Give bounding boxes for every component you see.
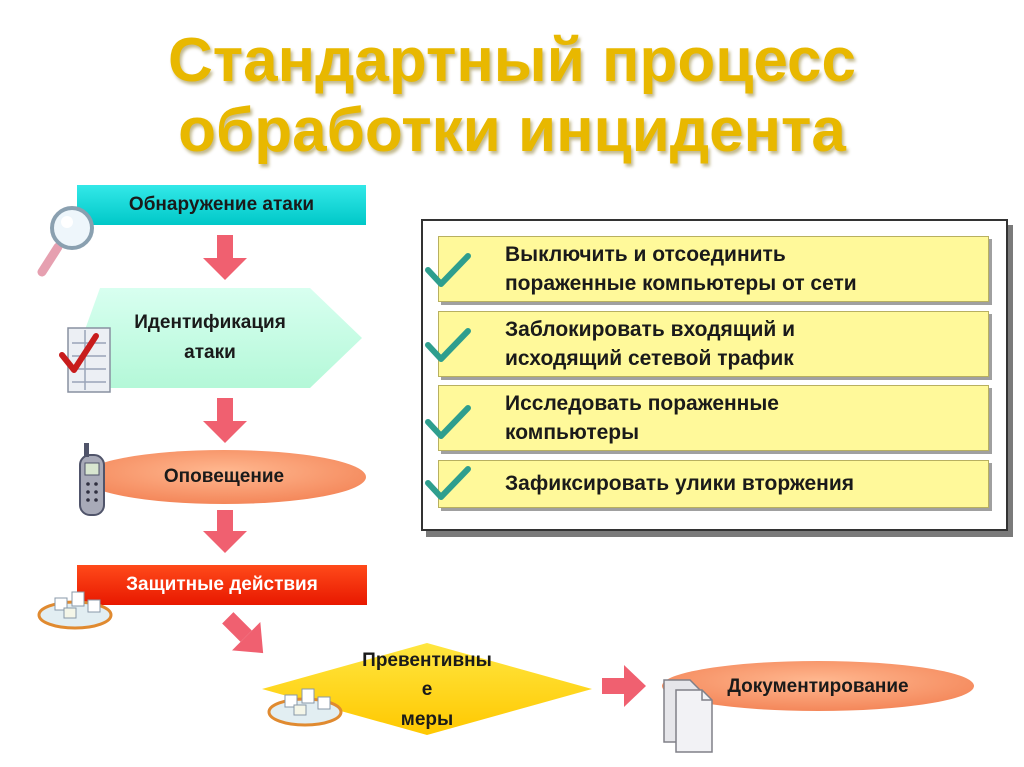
flow-arrow xyxy=(602,665,646,707)
action-line: компьютеры xyxy=(505,421,640,444)
action-line: Выключить и отсоединить xyxy=(505,242,786,266)
flow-arrow xyxy=(222,612,264,654)
mobile-phone-icon xyxy=(79,443,105,516)
action-line: пораженные компьютеры от сети xyxy=(505,272,857,295)
action-text: Зафиксировать улики вторжения xyxy=(505,469,854,498)
checkmark-icon xyxy=(425,328,471,362)
step-preventive-line2: е xyxy=(421,679,433,701)
page-title-line2: обработки инцидента xyxy=(178,96,846,165)
checkmark-icon xyxy=(425,466,471,500)
step-defense-label: Защитные действия xyxy=(126,573,318,595)
step-defense-shape xyxy=(77,565,367,605)
action-item: Выключить и отсоединить пораженные компь… xyxy=(438,236,989,302)
action-text: Выключить и отсоединить пораженные компь… xyxy=(505,240,857,299)
action-item: Исследовать пораженные компьютеры xyxy=(438,385,989,451)
step-documentation-label: Документирование xyxy=(727,675,909,697)
action-text: Заблокировать входящий и исходящий сетев… xyxy=(505,315,795,374)
page-title-line1: Стандартный процесс xyxy=(168,26,856,95)
flow-arrow xyxy=(203,510,247,553)
checklist-icon xyxy=(59,327,111,393)
action-text: Исследовать пораженные компьютеры xyxy=(505,389,779,448)
step-preventive-line3: меры xyxy=(400,708,454,730)
action-line: Зафиксировать улики вторжения xyxy=(505,472,855,496)
action-line: исходящий сетевой трафик xyxy=(505,347,794,370)
step-identification-line2: атаки xyxy=(184,342,236,363)
step-identification-shape xyxy=(82,288,362,388)
flow-arrow xyxy=(203,235,247,280)
step-preventive-label: Превентивны е меры xyxy=(347,645,507,735)
step-documentation-shape xyxy=(662,661,974,711)
action-line: Заблокировать входящий и xyxy=(505,317,796,341)
action-line: Исследовать пораженные xyxy=(505,391,779,415)
network-icon xyxy=(37,591,113,630)
step-notification-label: Оповещение xyxy=(163,465,285,487)
flow-arrow xyxy=(203,398,247,443)
step-identification-line1: Идентификация xyxy=(134,311,286,333)
step-notification-shape xyxy=(82,450,366,504)
step-detection-shape xyxy=(77,185,366,225)
checkmark-icon xyxy=(425,253,471,287)
step-preventive-line1: Превентивны xyxy=(362,649,492,671)
step-preventive-shape xyxy=(262,643,592,735)
action-item: Заблокировать входящий и исходящий сетев… xyxy=(438,311,989,377)
checkmark-icon xyxy=(425,405,471,439)
action-item: Зафиксировать улики вторжения xyxy=(438,460,989,508)
network-icon xyxy=(267,688,343,727)
magnifier-icon xyxy=(37,206,94,277)
step-detection-label: Обнаружение атаки xyxy=(128,193,315,215)
documents-icon xyxy=(663,679,713,753)
step-identification-label: Идентификация атаки xyxy=(100,300,320,376)
